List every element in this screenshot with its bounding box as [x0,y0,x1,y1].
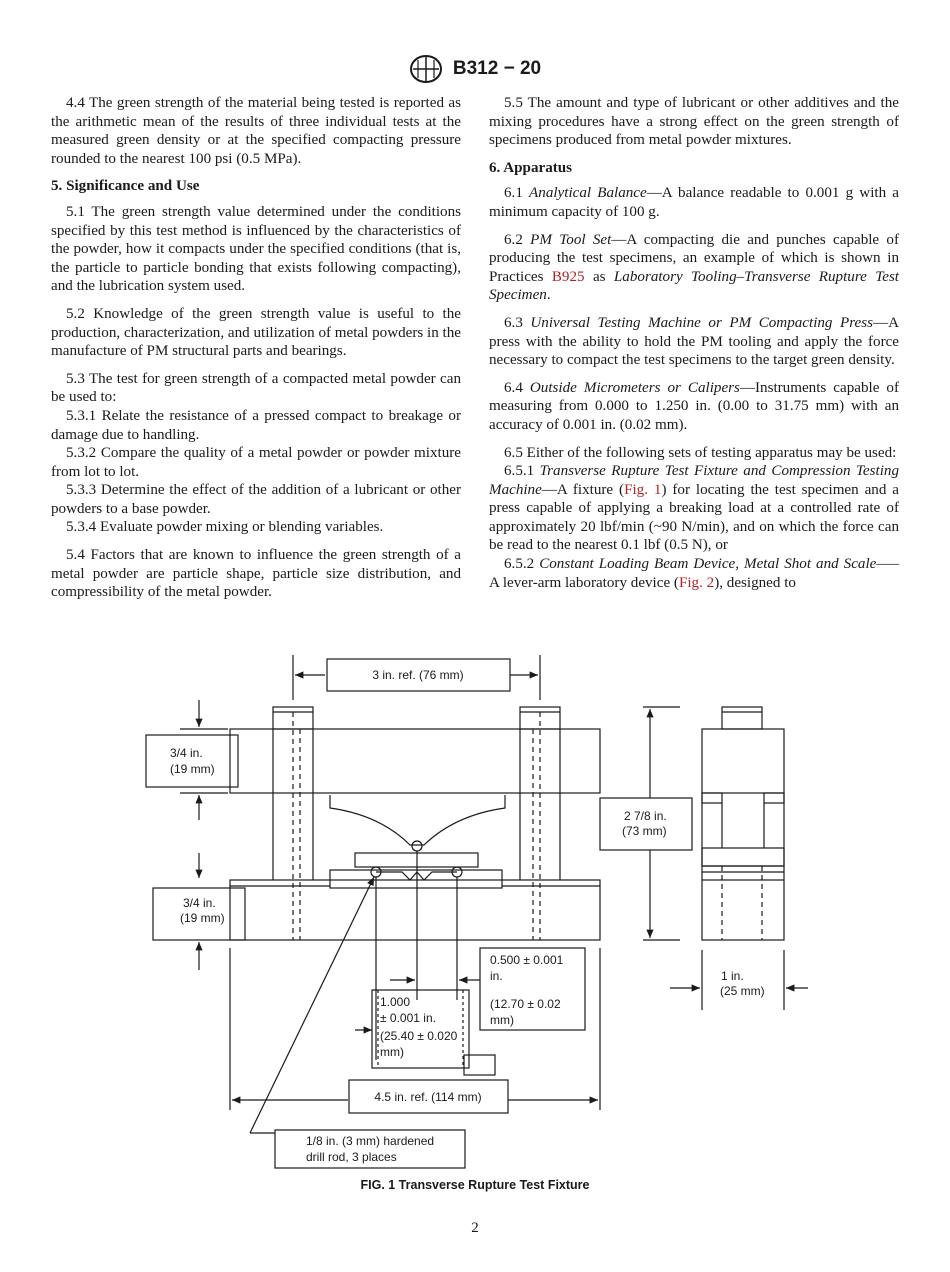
standard-designation: B312 − 20 [452,58,542,79]
paragraph-6-4: 6.4 Outside Micrometers or Calipers—Inst… [489,379,899,433]
link-fig-1[interactable]: Fig. 1 [624,481,662,498]
label-lower-thickness-in: 3/4 in. [183,896,216,910]
label-height-mm: (73 mm) [622,824,667,838]
section-5-heading: 5. Significance and Use [51,178,200,195]
paragraph-6-5: 6.5 Either of the following sets of test… [504,444,897,461]
paragraph-5-5: 5.5 The amount and type of lubricant or … [489,95,899,149]
label-width-line2: ± 0.001 in. [380,1011,436,1025]
label-box-span [479,947,586,1031]
label-width-line4: mm) [380,1045,404,1059]
label-box-top-ref [326,658,511,692]
lower-plate [229,879,601,941]
label-span-line2: in. [490,969,503,983]
paragraph-5-2: 5.2 Knowledge of the green strength valu… [51,305,461,360]
paragraph-6-3: 6.3 Universal Testing Machine or PM Comp… [489,314,899,369]
label-box-width [371,989,470,1069]
astm-logo [409,54,443,84]
label-drill-rod-line1: 1/8 in. (3 mm) hardened [306,1134,434,1148]
label-width-line1: 1.000 [380,995,410,1009]
link-fig-2[interactable]: Fig. 2 [678,574,715,591]
paragraph-5-3-2: 5.3.2 Compare the quality of a metal pow… [51,445,461,480]
paragraph-6-2: 6.2 PM Tool Set—A compacting die and pun… [489,231,900,304]
label-height-in: 2 7/8 in. [624,809,667,823]
link-b925[interactable]: B925 [551,268,585,285]
figure-transverse-rupture-fixture: 3 in. ref. (76 mm) 3/4 in. (19 mm) 3/4 i… [145,655,808,1169]
label-box-base-ref [348,1079,509,1114]
paragraph-5-1: 5.1 The green strength value determined … [51,203,461,295]
right-column: 5.5 The amount and type of lubricant or … [489,94,899,592]
paragraph-4-4: 4.4 The green strength of the material b… [51,95,461,167]
label-box-lower-thickness [152,887,246,941]
paragraph-6-5-1: 6.5.1 Transverse Rupture Test Fixture an… [489,463,900,554]
upper-plate [229,728,601,794]
label-base-ref: 4.5 in. ref. (114 mm) [374,1090,481,1104]
label-top-ref: 3 in. ref. (76 mm) [372,668,463,682]
label-box-upper-thickness [145,734,239,788]
label-drill-rod-line2: drill rod, 3 places [306,1150,397,1164]
label-lower-thickness-mm: (19 mm) [180,911,225,925]
paragraph-5-3-4: 5.3.4 Evaluate powder mixing or blending… [66,519,384,536]
label-span-line3: (12.70 ± 0.02 [490,997,561,1011]
label-upper-thickness-in: 3/4 in. [170,746,203,760]
label-side-in: 1 in. [721,969,744,983]
page-number: 2 [471,1220,479,1236]
paragraph-5-3-1: 5.3.1 Relate the resistance of a pressed… [51,407,461,443]
label-span-line4: mm) [490,1013,514,1027]
paragraph-6-5-2: 6.5.2 Constant Loading Beam Device, Meta… [489,556,899,591]
paragraph-6-1: 6.1 Analytical Balance—A balance readabl… [489,185,900,220]
section-6-heading: 6. Apparatus [489,159,573,176]
label-upper-thickness-mm: (19 mm) [170,762,215,776]
figure-caption: FIG. 1 Transverse Rupture Test Fixture [360,1178,590,1192]
label-box-drill-rod [274,1129,466,1169]
label-span-line1: 0.500 ± 0.001 [490,953,564,967]
label-box-height [599,797,693,851]
left-column: 4.4 The green strength of the material b… [51,94,461,611]
paragraph-5-3-3: 5.3.3 Determine the effect of the additi… [51,482,461,517]
page-header: B312 − 20 [0,54,950,84]
label-side-mm: (25 mm) [720,984,765,998]
label-width-line3: (25.40 ± 0.020 [380,1029,458,1043]
paragraph-5-4: 5.4 Factors that are known to influence … [51,547,461,601]
paragraph-5-3: 5.3 The test for green strength of a com… [51,370,461,406]
